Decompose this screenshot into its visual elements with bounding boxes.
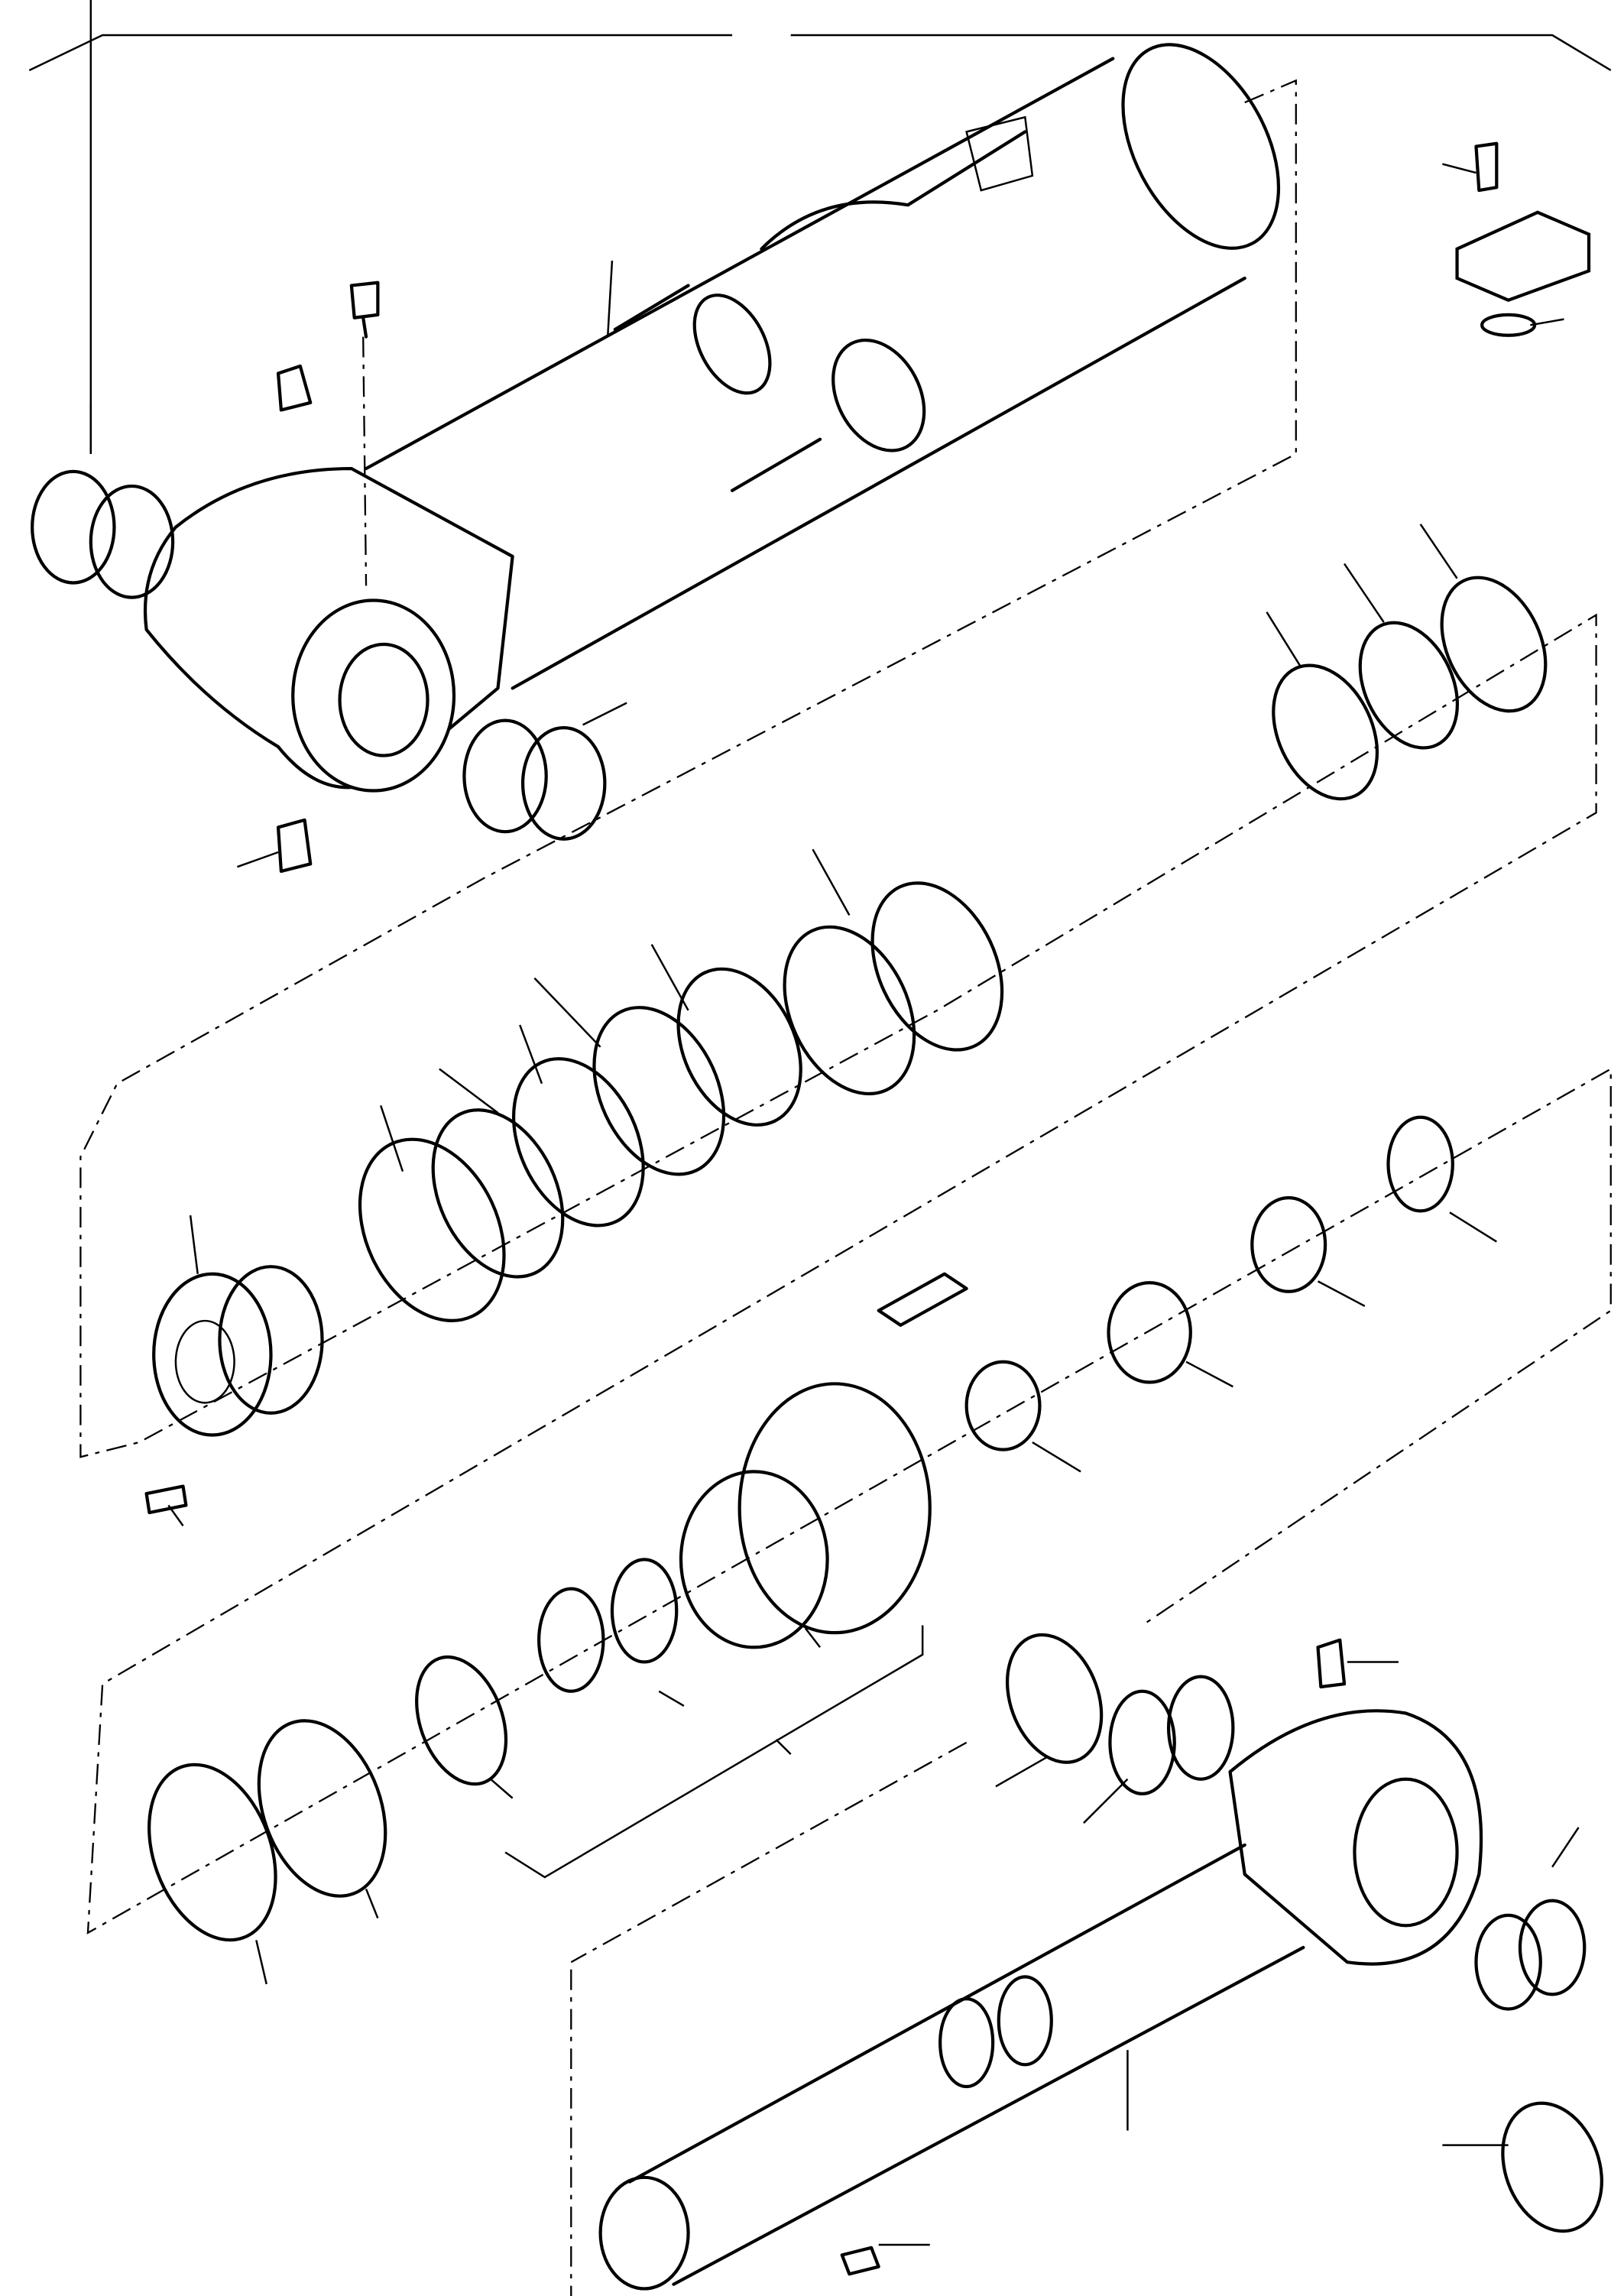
piston-seals-rings bbox=[1272, 576, 1548, 801]
set-screw bbox=[144, 1484, 188, 1515]
port-flange bbox=[1455, 141, 1591, 337]
nut bbox=[152, 1265, 324, 1437]
bushing-right bbox=[462, 718, 607, 841]
bolt-top bbox=[349, 281, 380, 586]
cylinder-barrel bbox=[364, 43, 1281, 690]
rod-bushings bbox=[1005, 1633, 1603, 2233]
socket-bolt bbox=[877, 1272, 968, 1327]
piston-rod bbox=[598, 1843, 1305, 2291]
gland bbox=[679, 1382, 932, 1649]
grease-nipple-top bbox=[276, 364, 313, 412]
gland-bushing bbox=[537, 1558, 679, 1693]
group-outlines bbox=[79, 79, 1612, 2296]
barrel-eye bbox=[143, 466, 514, 793]
rod-seals bbox=[964, 1115, 1454, 1451]
page-frame bbox=[28, 34, 1612, 72]
grease-nipple-bottom bbox=[276, 818, 313, 874]
cushion-rings bbox=[358, 967, 802, 1322]
key bbox=[840, 2246, 880, 2276]
gland-rings bbox=[147, 1655, 508, 1942]
bushing-left bbox=[31, 0, 175, 599]
leader-lines bbox=[89, 163, 1580, 2246]
rod-eye bbox=[1228, 1638, 1483, 1966]
